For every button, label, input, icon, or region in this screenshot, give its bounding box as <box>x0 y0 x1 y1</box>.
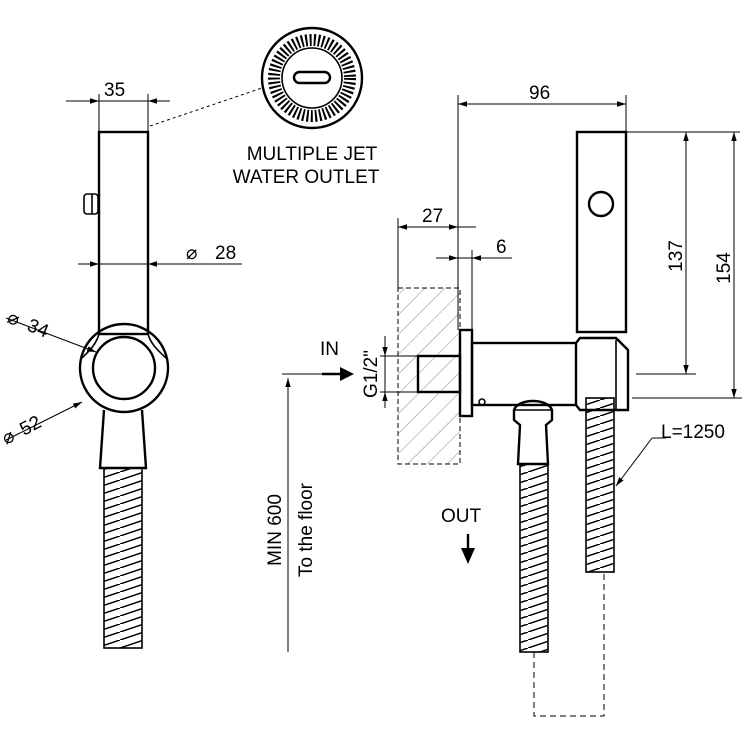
outlet-label-line1: MULTIPLE JET <box>247 144 378 165</box>
dim-137: 137 <box>666 240 687 272</box>
dim-154: 154 <box>714 252 735 284</box>
hose-handshower <box>585 397 615 573</box>
handshower-right <box>575 130 628 334</box>
holder-ring-outer <box>78 322 170 414</box>
hose-length-label: L=1250 <box>661 422 725 443</box>
diameter-symbol-28: ⌀ <box>186 243 197 264</box>
wall-section <box>397 287 461 465</box>
wall-flange <box>458 328 474 418</box>
hose-left <box>103 467 143 649</box>
dim-96: 96 <box>529 83 550 104</box>
dim-6: 6 <box>496 237 507 258</box>
dim-35: 35 <box>104 80 125 101</box>
holder-ring-inner <box>91 335 157 401</box>
push-button <box>83 193 99 215</box>
in-label: IN <box>320 339 339 360</box>
left-side-view: 35 ⌀ 28 ⌀ 34 ⌀ 52 <box>0 80 263 649</box>
thread-label: G1/2" <box>361 350 382 398</box>
to-floor-label: To the floor <box>296 482 317 577</box>
hose-outlet <box>519 463 549 653</box>
outlet-face-outer <box>260 26 364 130</box>
dim-28: 28 <box>215 243 236 264</box>
dim-52: 52 <box>16 412 45 440</box>
right-side-view: 96 27 6 137 154 G1/2" IN <box>265 83 742 717</box>
outlet-face-jets <box>268 34 356 122</box>
outlet-detail: MULTIPLE JET WATER OUTLET <box>233 26 380 188</box>
diameter-symbol-34: ⌀ <box>4 307 22 331</box>
button-circle <box>587 190 615 218</box>
dim-27: 27 <box>422 206 443 227</box>
outlet-slot <box>292 70 332 85</box>
out-label: OUT <box>441 506 482 527</box>
handshower-body <box>97 130 150 336</box>
in-arrow <box>340 367 354 381</box>
outlet-label-line2: WATER OUTLET <box>233 167 380 188</box>
min-height-label: MIN 600 <box>265 494 286 566</box>
valve-body <box>470 341 578 407</box>
outlet-connector <box>512 399 554 466</box>
out-arrow <box>461 548 475 564</box>
dim-34: 34 <box>24 315 52 343</box>
diameter-symbol-52: ⌀ <box>0 425 18 449</box>
hose-connector <box>98 409 148 470</box>
